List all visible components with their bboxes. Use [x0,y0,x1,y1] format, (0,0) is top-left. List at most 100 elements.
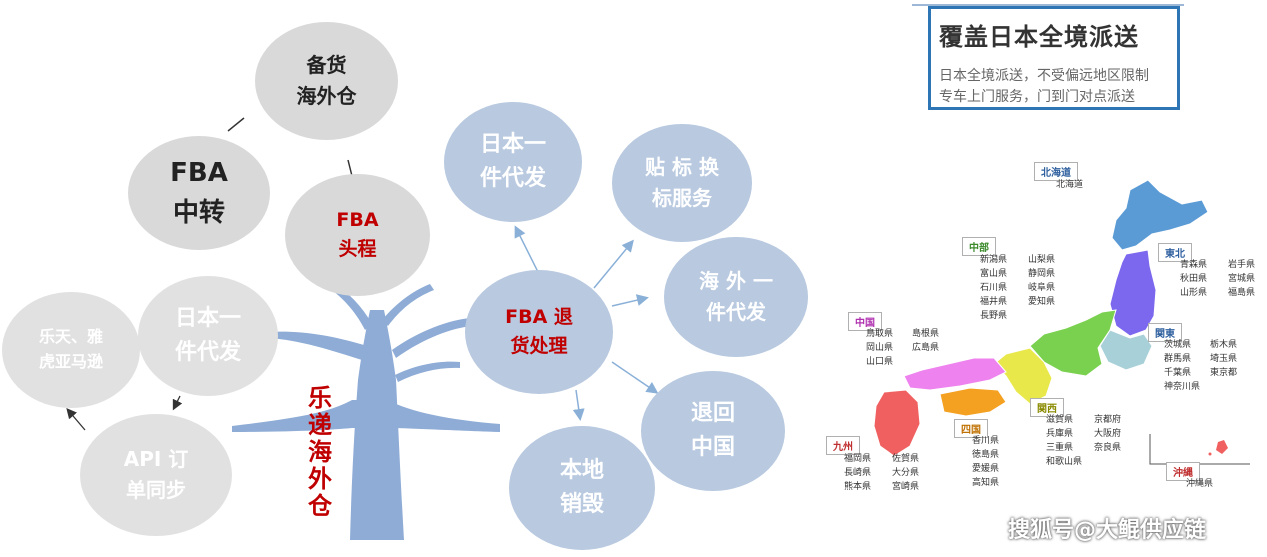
node-local-destroy-line1: 本地 [559,457,604,483]
pref-kyoto: 京都府 [1094,415,1122,425]
node-fba-transfer: FBA 中转 [128,136,270,250]
pref-ibaraki: 茨城県 [1164,340,1192,350]
node-return-china-line1: 退回 [690,400,735,426]
tree-trunk [350,310,404,540]
pref-gunma: 群馬県 [1164,354,1192,364]
region-tag-kinki: 関西 [1030,398,1064,417]
coverage-title: 覆盖日本全境派送 [939,23,1139,51]
region-tag-chubu: 中部 [962,237,996,256]
region-tag-kanto: 関東 [1148,323,1182,342]
map-okinawa-frame [1149,434,1250,465]
node-fba-first-leg: FBA 头程 [285,174,430,296]
pref-fukuoka: 福岡県 [844,454,872,464]
pref-aichi: 愛知県 [1028,297,1056,307]
tree-branch-left-upper [326,282,372,330]
arrow-to-local-destroy [572,389,585,421]
node-api-sync-line1: API 订 [123,447,189,471]
node-fba-return-center-line2: 货处理 [510,335,568,357]
arrow-to-japan-dropship [514,225,541,277]
pref-mie: 三重県 [1046,443,1074,453]
pref-osaka: 大阪府 [1094,429,1122,439]
pref-tokushima: 徳島県 [972,450,1000,460]
map-okinawa-islet [1208,452,1212,456]
map-chugoku [903,357,1007,391]
map-kinki [993,347,1053,405]
pref-miyagi: 宮城県 [1228,274,1256,284]
node-fba-first-leg-line2: 头程 [338,238,377,260]
arrow-api-to-platforms [66,408,86,431]
pref-chiba: 千葉県 [1164,368,1192,378]
pref-shizuoka: 静岡県 [1028,269,1056,279]
coverage-line2: 专车上门服务，门到门对点派送 [939,89,1135,105]
node-fba-first-leg-line1: FBA [336,208,379,231]
pref-kagawa: 香川県 [972,436,1000,446]
node-japan-dropship: 日本一 件代发 [444,102,582,222]
connector-fba-to-stock [227,117,245,132]
tree-branch-right [392,318,472,358]
pref-yamanashi: 山梨県 [1028,255,1056,265]
node-fba-return-center: FBA 退 货处理 [465,270,613,394]
node-japan-dropship-line1: 日本一 [479,131,546,157]
region-tag-chugoku: 中国 [848,312,882,331]
pref-tochigi: 栃木県 [1210,340,1238,350]
pref-fukushima: 福島県 [1228,288,1256,298]
node-local-destroy: 本地 销毁 [509,426,655,550]
pref-tottori: 鳥取県 [866,329,894,339]
pref-shiga: 滋賀県 [1046,415,1074,425]
arrow-to-overseas-dropship [611,294,649,307]
pref-wakayama: 和歌山県 [1046,457,1083,467]
node-api-sync: API 订 单同步 [80,414,232,536]
pref-kumamoto: 熊本県 [844,482,872,492]
node-platforms: 乐天、雅 虎亚马逊 [2,292,140,408]
arrow-dropship-to-api [172,395,183,411]
pref-yamagata: 山形県 [1180,288,1208,298]
pref-aomori: 青森県 [1180,260,1208,270]
pref-shimane: 島根県 [912,329,940,339]
node-local-destroy-line2: 销毁 [559,492,604,517]
pref-iwate: 岩手県 [1228,260,1256,270]
coverage-box: 覆盖日本全境派送 日本全境派送，不受偏远地区限制 专车上门服务，门到门对点派送 [928,6,1180,110]
pref-hiroshima: 広島県 [912,343,940,353]
pref-hokkaido: 北海道 [1056,180,1084,190]
node-relabel-line2: 标服务 [652,186,712,210]
map-okinawa [1216,440,1228,454]
node-japan-dropship-line2: 件代发 [479,166,546,191]
map-kanto [1099,329,1153,371]
node-platforms-line1: 乐天、雅 [38,327,103,347]
map-shikoku [939,387,1007,417]
pref-oita: 大分県 [892,468,920,478]
coverage-line1: 日本全境派送，不受偏远地区限制 [939,68,1149,84]
node-return-china-line2: 中国 [690,435,735,460]
pref-kanagawa: 神奈川県 [1164,382,1201,392]
node-api-sync-line2: 单同步 [126,478,186,502]
region-tag-tohoku: 東北 [1158,243,1192,262]
node-return-china: 退回 中国 [641,371,785,491]
node-relabel-line1: 贴 标 换 [645,155,719,179]
arrow-to-return-china [611,361,659,394]
pref-miyazaki: 宮崎県 [892,482,920,492]
map-tohoku [1109,249,1157,337]
pref-okinawa: 沖縄県 [1186,479,1214,489]
pref-fukui: 福井県 [980,297,1008,307]
pref-ishikawa: 石川県 [980,283,1008,293]
node-japan-dropship-left: 日本一 件代发 [138,276,278,396]
node-japan-dropship-left-line1: 日本一 [174,305,241,331]
pref-akita: 秋田県 [1180,274,1208,284]
region-tag-kyushu: 九州 [826,436,860,455]
pref-nara: 奈良県 [1094,443,1122,453]
node-platforms-line2: 虎亚马逊 [38,352,103,371]
pref-yamaguchi: 山口県 [866,357,894,367]
node-fba-return-center-line1: FBA 退 [505,305,573,328]
node-stock-warehouse: 备货 海外仓 [255,22,398,140]
pref-tokyo: 東京都 [1210,368,1238,378]
trunk-label: 乐递海外仓 [308,384,332,520]
pref-gifu: 岐阜県 [1028,283,1056,293]
pref-kochi: 高知県 [972,478,1000,488]
tree-branch-left [266,331,364,360]
pref-hyogo: 兵庫県 [1046,429,1074,439]
map-hokkaido [1111,179,1209,251]
pref-nagasaki: 長崎県 [844,468,872,478]
node-overseas-dropship-line2: 件代发 [706,300,766,324]
node-stock-warehouse-line2: 海外仓 [296,84,357,108]
